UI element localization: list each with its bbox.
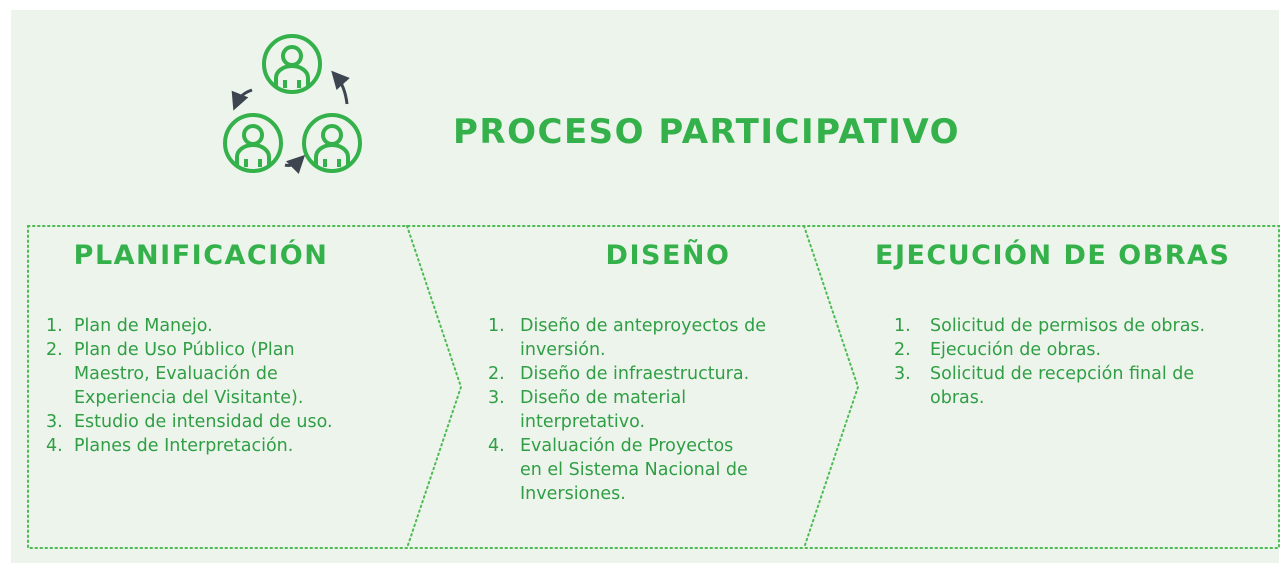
stage-heading: PLANIFICACIÓN xyxy=(73,240,329,271)
list-item: 2.Ejecución de obras. xyxy=(894,340,1102,360)
person-top-icon xyxy=(262,34,322,94)
participation-cycle-icon xyxy=(223,34,362,175)
list-item: 1.Diseño de anteproyectos de inversión. xyxy=(488,316,766,360)
background-panel xyxy=(11,10,1279,563)
person-right-icon xyxy=(302,113,362,173)
list-item: 2.Diseño de infraestructura. xyxy=(488,364,750,384)
list-item: 3.Estudio de intensidad de uso. xyxy=(46,412,333,432)
list-item: 2.Plan de Uso Público (Plan Maestro, Eva… xyxy=(46,340,304,408)
person-left-icon xyxy=(223,113,283,173)
stage-ejecucion: EJECUCIÓN DE OBRAS 1.Solicitud de permis… xyxy=(870,240,1270,410)
list-item: 1.Plan de Manejo. xyxy=(46,316,213,336)
stage-planificacion: PLANIFICACIÓN 1.Plan de Manejo. 2.Plan d… xyxy=(46,240,386,458)
list-item: 4.Evaluación de Proyectos en el Sistema … xyxy=(488,436,748,504)
list-item: 4.Planes de Interpretación. xyxy=(46,436,294,456)
stage-heading: EJECUCIÓN DE OBRAS xyxy=(875,240,1231,271)
stage-heading: DISEÑO xyxy=(605,240,731,271)
list-item: 1.Solicitud de permisos de obras. xyxy=(894,316,1206,336)
cycle-arrows-icon xyxy=(231,70,350,175)
list-item: 3.Diseño de material interpretativo. xyxy=(488,388,687,432)
list-item: 3.Solicitud de recepción final de obras. xyxy=(894,364,1195,408)
stage-diseno: DISEÑO 1.Diseño de anteproyectos de inve… xyxy=(488,240,788,506)
page-title: PROCESO PARTICIPATIVO xyxy=(453,112,961,152)
